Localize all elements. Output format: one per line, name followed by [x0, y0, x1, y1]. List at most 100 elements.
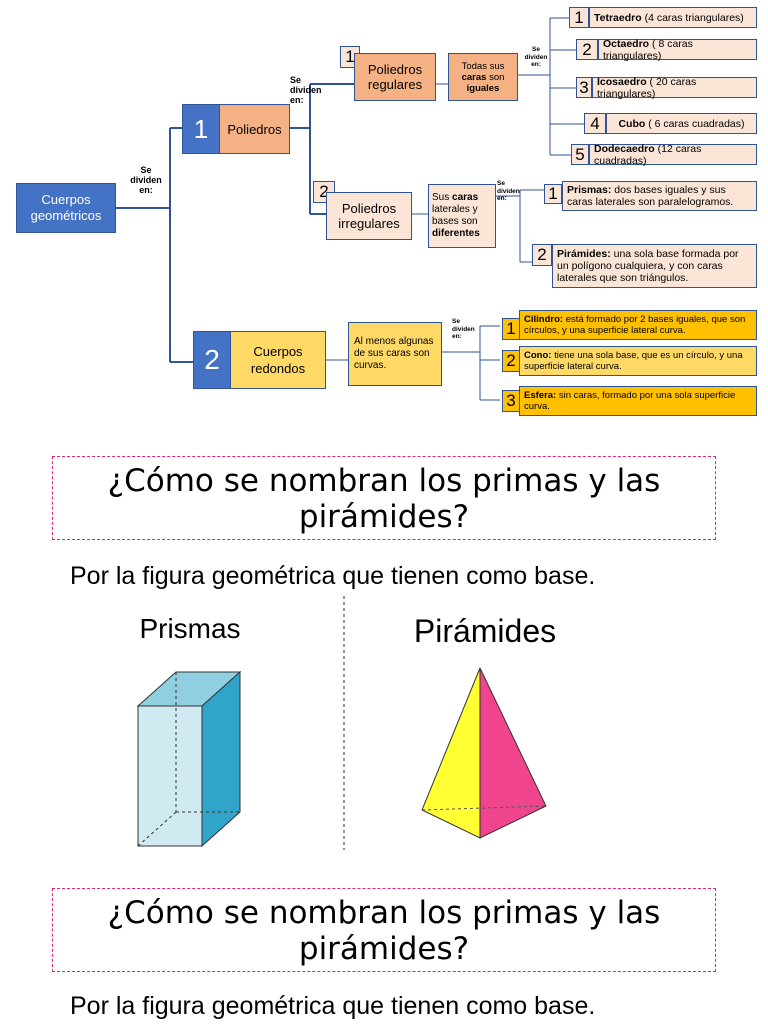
text: son [486, 71, 505, 83]
answer-text: Por la figura geométrica que tienen como… [70, 992, 730, 1021]
regulares-desc-text: Todas sus caras son iguales [449, 61, 517, 94]
question-text: ¿Cómo se nombran los primas y las pirámi… [107, 463, 661, 535]
redondo-item-number: 1 [502, 318, 520, 340]
redondos-label: Cuerpos redondos [250, 344, 306, 376]
question-text: ¿Cómo se nombran los primas y las pirámi… [107, 895, 661, 967]
conn-word: dividen [130, 175, 162, 185]
piramides-label: Pirámides [390, 613, 580, 650]
number: 3 [579, 77, 589, 97]
number: 5 [575, 144, 585, 164]
number: 1 [506, 319, 516, 338]
text: Cono: [524, 350, 552, 361]
answer-span: Por la figura geométrica que tienen como… [70, 992, 596, 1020]
redondo-item-text: Esfera: sin caras, formado por una sola … [524, 390, 752, 412]
conn-word: dividen [452, 325, 475, 333]
number: 2 [506, 351, 516, 370]
text: Pirámides: [557, 248, 611, 260]
conn-word: en: [452, 333, 462, 340]
text: Prismas [139, 613, 241, 644]
number: 2 [204, 344, 220, 375]
root-node: Cuerpos geométricos [16, 183, 116, 233]
regulares-connector-label: Se dividen en: [522, 46, 550, 69]
irregular-item-number: 1 [544, 184, 562, 204]
regular-item-number: 2 [576, 39, 598, 60]
diagram-connectors [116, 17, 585, 401]
conn-word: Se [497, 180, 505, 187]
text: ( 6 caras cuadradas) [645, 117, 745, 130]
irregulares-node: Poliedros irregulares [326, 192, 412, 240]
text: caras [452, 192, 479, 203]
conn-word: Se [290, 75, 302, 85]
regular-item: Tetraedro (4 caras triangulares) [589, 7, 757, 28]
text: ( 8 caras triangulares) [603, 37, 693, 62]
root-label: Cuerpos geométricos [30, 192, 102, 223]
text: Octaedro [603, 37, 650, 50]
text: Icosaedro [597, 75, 647, 88]
irregular-item-text: Pirámides: una sola base formada por un … [557, 248, 752, 284]
text: ( 20 caras triangulares) [597, 75, 697, 100]
question-box: ¿Cómo se nombran los primas y las pirámi… [52, 456, 716, 540]
text: diferentes [432, 228, 480, 239]
redondos-connector-label: Se dividen en: [452, 318, 478, 341]
text: caras [461, 71, 487, 83]
redondo-item: Esfera: sin caras, formado por una sola … [519, 386, 757, 416]
text: Tetraedro [594, 11, 642, 24]
prismas-label: Prismas [110, 613, 270, 645]
text: Todas sus [461, 60, 505, 72]
pyramid-figure [421, 667, 547, 839]
regulares-node: Poliedros regulares [354, 53, 436, 101]
conn-word: Se [452, 318, 460, 325]
prism-figure [136, 670, 242, 848]
root-connector-label: Se dividen en: [126, 165, 166, 195]
number: 1 [193, 113, 209, 144]
number: 2 [537, 245, 547, 264]
redondos-description: Al menos algunas de sus caras son curvas… [348, 322, 442, 386]
conn-word: en: [497, 195, 507, 202]
text: tiene una sola base, que es un círculo, … [524, 350, 743, 372]
poliedros-node: Poliedros [219, 104, 290, 154]
poliedros-number: 1 [182, 104, 220, 154]
text: Prismas: [567, 184, 612, 196]
regular-item: Icosaedro ( 20 caras triangulares) [592, 75, 757, 100]
regular-item: Octaedro ( 8 caras triangulares) [598, 38, 757, 62]
irregular-item: Prismas: dos bases iguales y sus caras l… [562, 181, 757, 211]
conn-word: en: [531, 61, 541, 68]
redondo-item: Cono: tiene una sola base, que es un cír… [519, 346, 757, 376]
regular-item-text: Cubo ( 6 caras cuadradas) [618, 118, 744, 130]
redondo-item-text: Cilindro: está formado por 2 bases igual… [524, 314, 752, 336]
redondos-node: Cuerpos redondos [230, 331, 326, 389]
conn-word: dividen [524, 53, 548, 61]
text: Cubo [618, 117, 646, 130]
number: 2 [582, 39, 592, 59]
divider-line [343, 596, 345, 850]
text: laterales y bases son [432, 204, 478, 227]
poliedros-connector-label: Se dividen en: [290, 75, 330, 105]
regular-item-text: Tetraedro (4 caras triangulares) [594, 12, 744, 24]
conn-word: dividen [290, 85, 322, 95]
text: iguales [466, 82, 500, 94]
answer-text: Por la figura geométrica que tienen como… [70, 562, 730, 591]
irregulares-desc-text: Sus caras laterales y bases son diferent… [432, 192, 492, 240]
conn-word: Se [532, 46, 540, 53]
number: 4 [590, 113, 600, 133]
redondo-item: Cilindro: está formado por 2 bases igual… [519, 310, 757, 340]
conn-word: en: [290, 95, 304, 105]
text: Pirámides [413, 613, 557, 649]
conn-word: dividen [497, 187, 520, 195]
redondo-item-number: 3 [502, 390, 520, 412]
text: dos bases iguales y sus caras laterales … [567, 184, 734, 208]
question-box: ¿Cómo se nombran los primas y las pirámi… [52, 888, 716, 972]
number: 3 [506, 391, 516, 410]
text: Sus [432, 192, 453, 203]
regular-item-text: Dodecaedro (12 caras cuadradas) [594, 143, 752, 167]
irregular-item-number: 2 [532, 244, 552, 266]
regular-item-number: 5 [571, 144, 589, 165]
text: Dodecaedro [594, 142, 655, 155]
text: (12 caras cuadradas) [594, 142, 702, 167]
number: 2 [319, 182, 329, 201]
number: 1 [574, 7, 584, 27]
redondos-desc-text: Al menos algunas de sus caras son curvas… [354, 336, 434, 371]
regular-item: Dodecaedro (12 caras cuadradas) [589, 143, 757, 167]
regular-item-text: Octaedro ( 8 caras triangulares) [603, 38, 752, 62]
text: una sola base formada por un polígono cu… [557, 248, 739, 284]
